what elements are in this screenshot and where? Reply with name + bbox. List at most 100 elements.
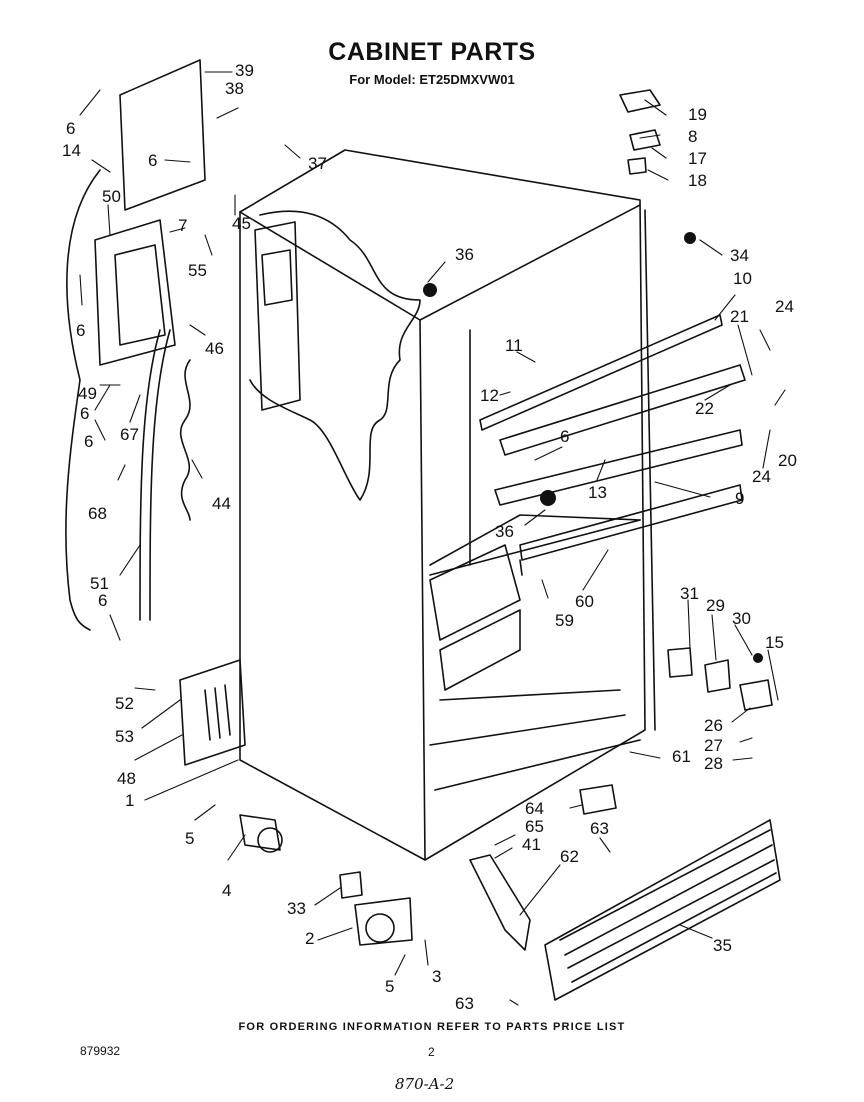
- callout-18: 18: [688, 171, 707, 190]
- lower-hinge-26: [739, 679, 773, 711]
- callout-35: 35: [713, 936, 732, 955]
- callout-46: 46: [205, 339, 224, 358]
- callout-19: 19: [688, 105, 707, 124]
- callout-55: 55: [188, 261, 207, 280]
- callout-33: 33: [287, 899, 306, 918]
- model-subtitle: For Model: ET25DMXVW01: [349, 72, 515, 87]
- callout-64: 64: [525, 799, 544, 818]
- page-number: 2: [428, 1045, 435, 1059]
- shim-18: [627, 157, 647, 175]
- callout-38: 38: [225, 79, 244, 98]
- toe-grille: [544, 819, 781, 1001]
- callout-26: 26: [704, 716, 723, 735]
- roller-4: [239, 814, 281, 851]
- callout-3: 3: [432, 967, 442, 986]
- callout-37: 37: [308, 154, 327, 173]
- cabinet-top-edge: [239, 211, 421, 321]
- shelf-rail-9: [519, 484, 743, 561]
- callout-21: 21: [730, 307, 749, 326]
- hinge-shim-29: [704, 659, 731, 693]
- callout-28: 28: [704, 754, 723, 773]
- callout-6: 6: [98, 591, 108, 610]
- callout-24: 24: [775, 297, 794, 316]
- callout-29: 29: [706, 596, 725, 615]
- hinge-17: [629, 129, 661, 151]
- callout-67: 67: [120, 425, 139, 444]
- callout-6: 6: [148, 151, 158, 170]
- cabinet-inner-floor: [429, 519, 641, 576]
- callout-13: 13: [588, 483, 607, 502]
- back-panel-48: [179, 659, 246, 766]
- callout-44: 44: [212, 494, 231, 513]
- callout-14: 14: [62, 141, 81, 160]
- callout-15: 15: [765, 633, 784, 652]
- hinge-shim-31: [667, 647, 693, 678]
- bracket-33: [339, 871, 363, 899]
- callout-9: 9: [735, 489, 745, 508]
- wire-harness: [65, 169, 101, 631]
- cabinet-inner-right: [644, 209, 656, 731]
- callout-61: 61: [672, 747, 691, 766]
- callout-41: 41: [522, 835, 541, 854]
- back-panel-duct: [254, 221, 301, 411]
- callout-10: 10: [733, 269, 752, 288]
- callout-6: 6: [560, 427, 570, 446]
- light-housing: [94, 219, 176, 366]
- cutaway-edge: [249, 210, 421, 501]
- callout-7: 7: [178, 216, 188, 235]
- callout-36: 36: [455, 245, 474, 264]
- callout-17: 17: [688, 149, 707, 168]
- callout-39: 39: [235, 61, 254, 80]
- grille-bracket: [469, 854, 531, 951]
- callout-31: 31: [680, 584, 699, 603]
- callout-6: 6: [76, 321, 86, 340]
- callout-52: 52: [115, 694, 134, 713]
- cabinet-front-edge: [419, 204, 641, 321]
- callout-45: 45: [232, 214, 251, 233]
- shelf-rail-22: [499, 364, 746, 456]
- shelf-rail-10: [479, 314, 723, 431]
- drain-tube: [149, 329, 171, 621]
- callout-24: 24: [752, 467, 771, 486]
- coil-44: [179, 359, 191, 521]
- callout-4: 4: [222, 881, 232, 900]
- control-panel-39: [119, 59, 206, 211]
- callout-11: 11: [505, 336, 523, 355]
- callout-65: 65: [525, 817, 544, 836]
- callout-30: 30: [732, 609, 751, 628]
- callout-22: 22: [695, 399, 714, 418]
- leader-lines: [79, 71, 786, 1006]
- ordering-info-note: FOR ORDERING INFORMATION REFER TO PARTS …: [238, 1021, 626, 1033]
- callout-8: 8: [688, 127, 698, 146]
- callout-62: 62: [560, 847, 579, 866]
- fresh-food-ducts: [429, 544, 521, 641]
- plug-64: [579, 784, 617, 815]
- callout-34: 34: [730, 246, 749, 265]
- callout-5: 5: [185, 829, 195, 848]
- callout-5: 5: [385, 977, 395, 996]
- callout-63: 63: [590, 819, 609, 838]
- shelf-rail-13: [494, 429, 743, 506]
- hinge-cap-19: [619, 89, 661, 113]
- callout-60: 60: [575, 592, 594, 611]
- callout-48: 48: [117, 769, 136, 788]
- callout-49: 49: [78, 384, 97, 403]
- document-number: 879932: [80, 1044, 121, 1058]
- callout-51: 51: [90, 574, 109, 593]
- handwritten-note: 870-A-2: [395, 1075, 455, 1093]
- callout-59: 59: [555, 611, 574, 630]
- freezer-floor: [429, 514, 641, 566]
- callout-6: 6: [80, 404, 90, 423]
- cabinet-front-left: [419, 319, 426, 861]
- callout-6: 6: [84, 432, 94, 451]
- callout-68: 68: [88, 504, 107, 523]
- callout-2: 2: [305, 929, 315, 948]
- callout-53: 53: [115, 727, 134, 746]
- callout-6: 6: [66, 119, 76, 138]
- cabinet-outline: [239, 149, 646, 861]
- page-title: CABINET PARTS: [328, 38, 536, 66]
- callout-12: 12: [480, 386, 499, 405]
- callout-36: 36: [495, 522, 514, 541]
- callout-1: 1: [125, 791, 135, 810]
